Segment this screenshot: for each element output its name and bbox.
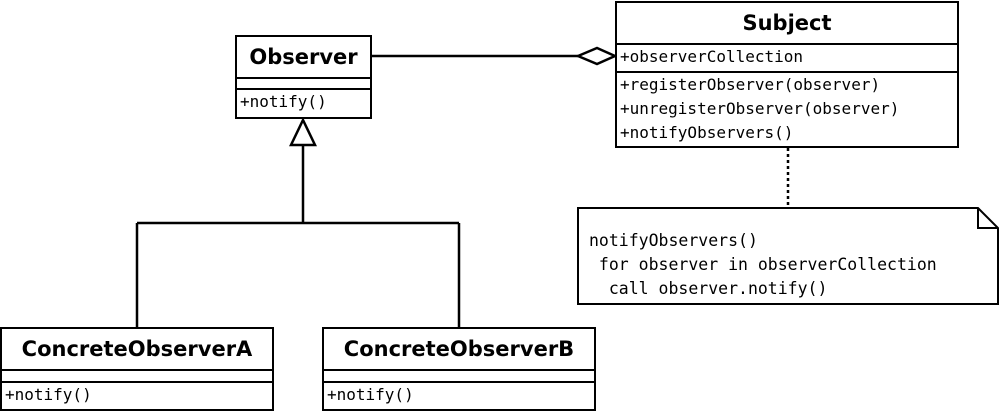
note-fold — [977, 208, 998, 229]
subject-class: Subject +observerCollection +registerObs… — [615, 1, 959, 148]
note-shape — [577, 207, 999, 305]
note: notifyObservers() for observer in observ… — [589, 229, 937, 301]
observer-operations-section: +notify() — [237, 90, 370, 114]
inheritance-arrowhead — [289, 117, 317, 147]
observer-operation: +notify() — [240, 92, 327, 111]
concrete-observer-b-operations-section: +notify() — [324, 383, 594, 407]
note-line: call observer.notify() — [589, 279, 828, 298]
aggregation-diamond — [574, 46, 619, 66]
note-line: notifyObservers() — [589, 231, 758, 250]
subject-operation: +registerObserver(observer) — [620, 75, 881, 94]
concrete-observer-a-operations-section: +notify() — [2, 383, 272, 407]
concrete-observer-b-operation: +notify() — [327, 385, 414, 404]
concrete-observer-b-attributes-section — [324, 371, 594, 383]
concrete-observer-a-operation: +notify() — [5, 385, 92, 404]
subject-class-name: Subject — [617, 3, 957, 45]
subject-attributes-section: +observerCollection — [617, 45, 957, 71]
concrete-observer-a-attributes-section — [2, 371, 272, 383]
concrete-observer-b-name: ConcreteObserverB — [324, 329, 594, 371]
concrete-observer-a-class: ConcreteObserverA +notify() — [0, 327, 274, 411]
concrete-observer-a-name: ConcreteObserverA — [2, 329, 272, 371]
observer-attributes-section — [237, 79, 370, 90]
note-line: for observer in observerCollection — [589, 255, 937, 274]
subject-operation: +notifyObservers() — [620, 123, 794, 142]
subject-attribute: +observerCollection — [620, 47, 804, 66]
observer-class-name: Observer — [237, 37, 370, 79]
subject-operation: +unregisterObserver(observer) — [620, 99, 900, 118]
concrete-observer-b-class: ConcreteObserverB +notify() — [322, 327, 596, 411]
observer-class: Observer +notify() — [235, 35, 372, 119]
subject-operations-section: +registerObserver(observer) +unregisterO… — [617, 71, 957, 145]
